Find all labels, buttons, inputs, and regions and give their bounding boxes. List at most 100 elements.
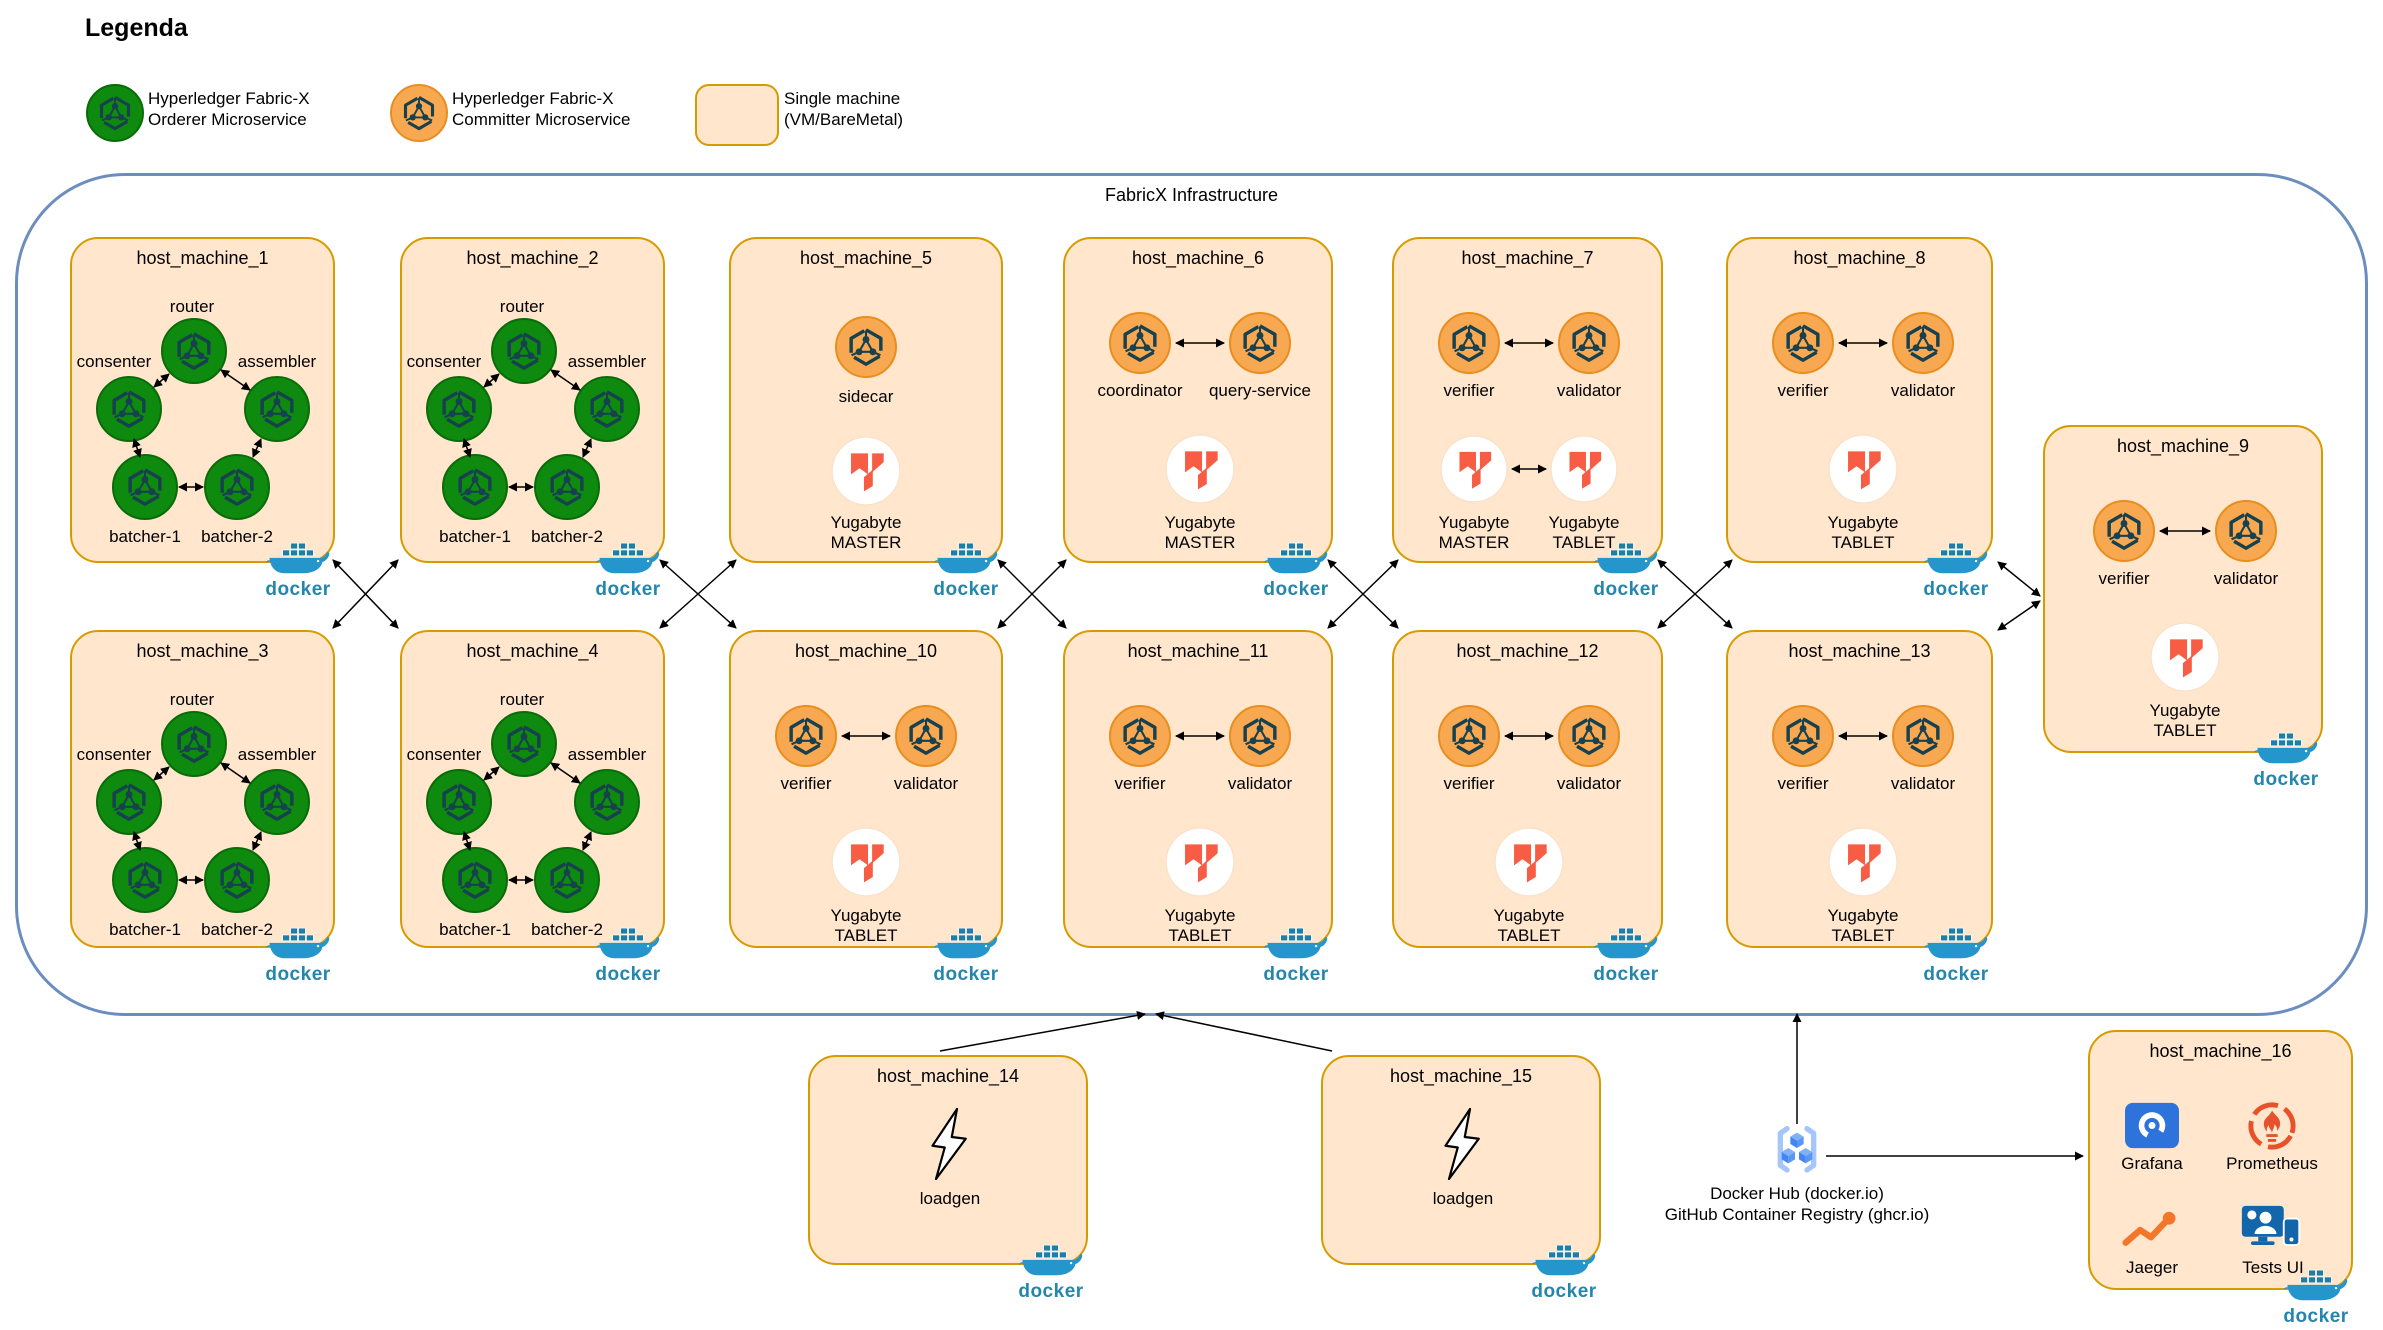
prometheus-icon xyxy=(2246,1100,2298,1157)
tool-label-jaeger: Jaeger xyxy=(2126,1258,2178,1277)
service-label-batcher-2: batcher-2 xyxy=(201,527,273,546)
fabric-knot-icon xyxy=(107,780,151,824)
docker-logo: docker xyxy=(2271,1268,2361,1326)
lightning-bolt-icon xyxy=(1435,1105,1491,1183)
fabric-knot-icon xyxy=(215,858,259,902)
legend-machine-swatch xyxy=(695,84,779,146)
db1-label-line2: MASTER xyxy=(1438,533,1510,552)
service-label-router: router xyxy=(169,690,215,709)
service-label-verifier: verifier xyxy=(1777,774,1829,793)
docker-whale-icon xyxy=(1924,541,1988,578)
fabric-knot-icon xyxy=(585,780,629,824)
infrastructure-title: FabricX Infrastructure xyxy=(1104,185,1279,205)
docker-whale-icon xyxy=(596,926,660,963)
db2-label-line1: Yugabyte xyxy=(1548,513,1620,532)
committer-node-verifier xyxy=(2093,500,2155,562)
yugabyte-icon xyxy=(1829,435,1897,503)
fabric-knot-icon xyxy=(399,93,439,133)
docker-logo: docker xyxy=(583,541,673,599)
jaeger-logo-icon xyxy=(2122,1210,2180,1250)
docker-logo: docker xyxy=(253,926,343,984)
fabric-knot-icon xyxy=(453,858,497,902)
docker-whale-icon xyxy=(934,926,998,963)
service-label-batcher-2: batcher-2 xyxy=(531,920,603,939)
orderer-node-router xyxy=(491,711,557,777)
fabric-knot-icon xyxy=(172,329,216,373)
fabric-knot-icon xyxy=(1901,714,1945,758)
yugabyte-icon xyxy=(1441,436,1507,502)
db-label-line1: Yugabyte xyxy=(1164,513,1236,532)
fabric-knot-icon xyxy=(437,387,481,431)
docker-whale-icon xyxy=(1019,1243,1083,1280)
registry-line2: GitHub Container Registry (ghcr.io) xyxy=(1664,1205,1930,1224)
docker-whale-icon xyxy=(266,541,330,578)
fabric-knot-icon xyxy=(585,387,629,431)
yugabyte-db-master xyxy=(1441,436,1507,502)
yugabyte-icon xyxy=(832,828,900,896)
orderer-node-consenter xyxy=(426,769,492,835)
fabric-knot-icon xyxy=(1567,321,1611,365)
db-label-line2: MASTER xyxy=(1164,533,1236,552)
fabric-knot-icon xyxy=(123,858,167,902)
docker-wordmark: docker xyxy=(265,579,331,600)
db-label-line1: Yugabyte xyxy=(830,513,902,532)
yugabyte-icon xyxy=(2151,623,2219,691)
docker-whale-icon xyxy=(1532,1243,1596,1280)
service-label-verifier: verifier xyxy=(1443,774,1495,793)
yugabyte-icon xyxy=(1551,436,1617,502)
orderer-node-consenter xyxy=(96,376,162,442)
machine-title: host_machine_14 xyxy=(876,1066,1020,1086)
committer-node-verifier xyxy=(1772,705,1834,767)
committer-node-verifier xyxy=(1109,705,1171,767)
fabric-knot-icon xyxy=(1781,321,1825,365)
service-label-validator: validator xyxy=(1890,774,1956,793)
grafana-icon xyxy=(2124,1102,2180,1154)
docker-wordmark: docker xyxy=(1531,1281,1597,1302)
docker-whale-icon xyxy=(596,541,660,578)
grafana-logo-icon xyxy=(2124,1102,2180,1149)
tests-ui-monitor-icon xyxy=(2240,1204,2302,1255)
yugabyte-db xyxy=(1829,828,1897,896)
db-label-line1: Yugabyte xyxy=(830,906,902,925)
fabric-knot-icon xyxy=(1781,714,1825,758)
legend-committer-line1: Hyperledger Fabric-X xyxy=(452,89,614,108)
machine-title: host_machine_8 xyxy=(1793,248,1926,268)
fabric-knot-icon xyxy=(1118,321,1162,365)
service-label-query-service: query-service xyxy=(1208,381,1312,400)
docker-wordmark: docker xyxy=(1923,579,1989,600)
docker-logo: docker xyxy=(1006,1243,1096,1301)
machine-title: host_machine_7 xyxy=(1461,248,1594,268)
fabric-knot-icon xyxy=(1238,714,1282,758)
orderer-node-assembler xyxy=(244,376,310,442)
fabric-knot-icon xyxy=(1447,714,1491,758)
tool-label-tests-ui: Tests UI xyxy=(2242,1258,2304,1277)
docker-whale-icon xyxy=(1924,926,1988,963)
service-label-batcher-1: batcher-1 xyxy=(109,920,181,939)
service-label-loadgen: loadgen xyxy=(1432,1189,1494,1208)
service-label-sidecar: sidecar xyxy=(838,387,894,406)
service-label-verifier: verifier xyxy=(2098,569,2150,588)
orderer-node-router xyxy=(161,318,227,384)
committer-node-sidecar xyxy=(835,316,897,378)
legend-title: Legenda xyxy=(85,14,188,42)
fabric-knot-icon xyxy=(123,465,167,509)
docker-wordmark: docker xyxy=(933,964,999,985)
yugabyte-db xyxy=(832,437,900,505)
orderer-node-consenter xyxy=(96,769,162,835)
committer-node-validator xyxy=(1558,312,1620,374)
legend-machine-line1: Single machine xyxy=(784,89,901,108)
yugabyte-db xyxy=(1495,828,1563,896)
fabric-knot-icon xyxy=(545,858,589,902)
db-label-line2: MASTER xyxy=(830,533,902,552)
orderer-node-assembler xyxy=(244,769,310,835)
host-machine-2: host_machine_2 router consenter assemble… xyxy=(400,237,665,599)
db-label-line2: TABLET xyxy=(1831,533,1895,552)
service-label-batcher-2: batcher-2 xyxy=(531,527,603,546)
service-label-batcher-2: batcher-2 xyxy=(201,920,273,939)
machine-title: host_machine_16 xyxy=(2149,1041,2292,1061)
legend-orderer-line2: Orderer Microservice xyxy=(148,110,307,129)
db-label-line2: TABLET xyxy=(1497,926,1561,945)
machine-title: host_machine_5 xyxy=(799,248,933,268)
fabric-knot-icon xyxy=(502,722,546,766)
fabric-knot-icon xyxy=(1901,321,1945,365)
